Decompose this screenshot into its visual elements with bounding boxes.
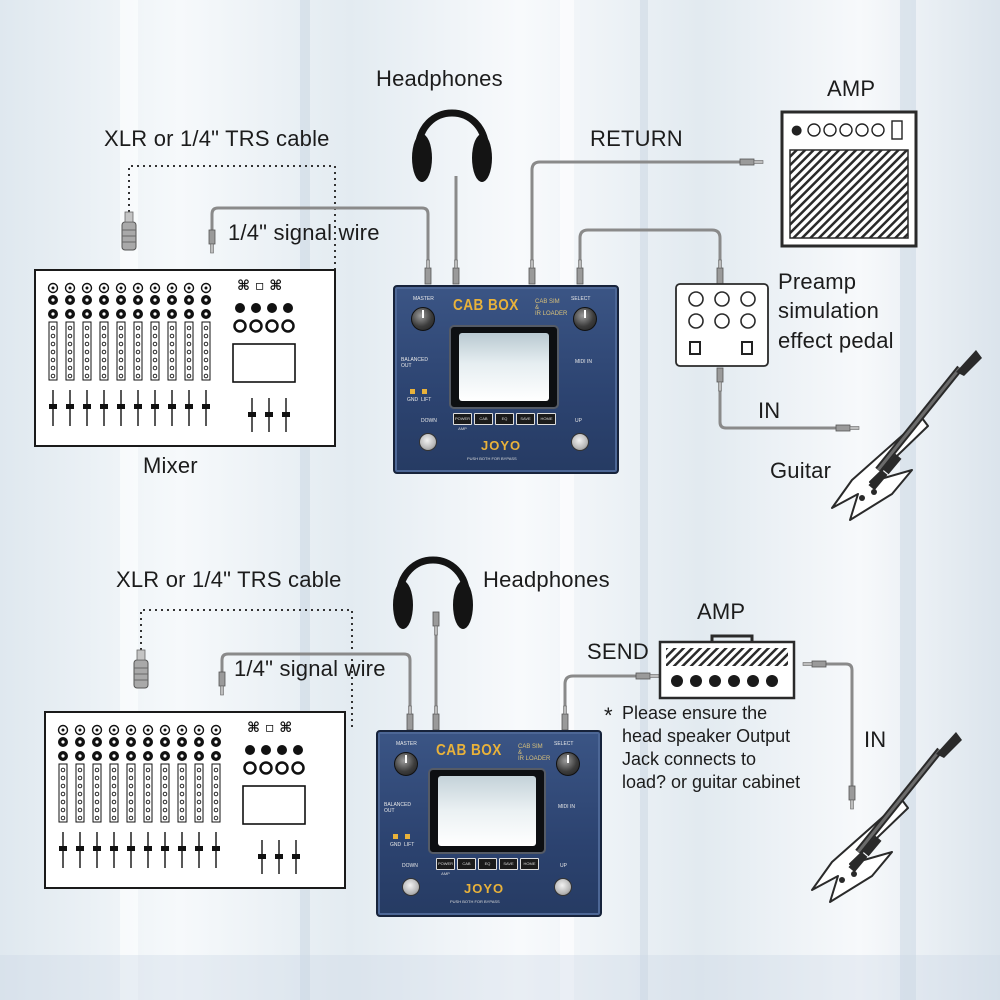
- pedal-screen: [449, 325, 559, 409]
- top-headphones-icon: [412, 113, 492, 182]
- bypass-text: PUSH BOTH FOR BYPASS: [467, 456, 517, 461]
- master-label: MASTER: [413, 296, 434, 302]
- select-label: SELECT: [571, 296, 591, 302]
- bottom-note-line-4: load? or guitar cabinet: [622, 772, 801, 792]
- balanced-out-label: BALANCED OUT: [401, 357, 428, 369]
- pedal-subtitle-3: IR LOADER: [535, 311, 568, 317]
- top-guitar-cable: [718, 384, 838, 430]
- bottom-guitar-cable: [820, 662, 854, 800]
- bottom-note-line-1: Please ensure the: [622, 703, 768, 723]
- bottom-cab-box-pedal: MASTER CAB BOX CAB SIM & IR LOADER SELEC…: [376, 730, 602, 917]
- top-mixer-label: Mixer: [143, 453, 198, 478]
- bottom-headphones-label: Headphones: [483, 567, 610, 592]
- top-in-label: IN: [758, 398, 781, 423]
- bottom-note-line-3: Jack connects to: [622, 749, 757, 769]
- pedal-title: CAB BOX: [436, 742, 502, 759]
- top-pedal-to-preamp-cable: [578, 228, 722, 262]
- cab-button[interactable]: CAB: [474, 413, 493, 425]
- pedal-title: CAB BOX: [453, 297, 519, 314]
- top-cab-box-pedal: MASTER CAB BOX CAB SIM & IR LOADER SELEC…: [393, 285, 619, 474]
- master-knob[interactable]: [394, 752, 418, 776]
- bottom-signal-wire: [220, 652, 412, 708]
- bottom-xlr-cable: [140, 609, 353, 728]
- bottom-note-line-2: head speaker Output: [622, 726, 791, 746]
- power-amp-button[interactable]: POWER AMP: [436, 858, 455, 876]
- top-return-label: RETURN: [590, 126, 683, 151]
- brand-logo: JOYO: [464, 881, 505, 896]
- home-button[interactable]: HOME: [537, 413, 556, 425]
- top-preamp-pedal-icon: [675, 283, 769, 367]
- lift-label: LIFT: [404, 842, 415, 848]
- bottom-mixer-icon: [45, 712, 345, 888]
- select-knob[interactable]: [556, 752, 580, 776]
- bypass-text: PUSH BOTH FOR BYPASS: [450, 899, 500, 904]
- up-footswitch[interactable]: [571, 433, 589, 451]
- top-return-cable: [530, 160, 740, 262]
- gnd-label: GND: [407, 397, 419, 403]
- pedal-subtitle-2: &: [518, 750, 523, 756]
- up-footswitch[interactable]: [554, 878, 572, 896]
- svg-text:●: ●: [791, 123, 802, 138]
- pedal-subtitle-2: &: [535, 305, 540, 311]
- pedal-subtitle-3: IR LOADER: [518, 756, 551, 762]
- home-button[interactable]: HOME: [520, 858, 539, 870]
- top-cable-label: XLR or 1/4" TRS cable: [104, 126, 330, 151]
- bottom-cable-label: XLR or 1/4" TRS cable: [116, 567, 342, 592]
- save-button[interactable]: SAVE: [499, 858, 518, 870]
- top-guitar-icon: [832, 350, 982, 520]
- top-signal-wire: [210, 206, 430, 262]
- select-knob[interactable]: [573, 307, 597, 331]
- up-label: UP: [560, 863, 567, 869]
- top-headphones-label: Headphones: [376, 66, 503, 91]
- master-label: MASTER: [396, 741, 417, 747]
- bottom-amp-icon: [658, 634, 796, 700]
- eq-button[interactable]: EQ: [495, 413, 514, 425]
- bottom-amp-label: AMP: [697, 599, 746, 624]
- lift-label: LIFT: [421, 397, 432, 403]
- bottom-note-asterisk: *: [604, 703, 613, 728]
- bottom-signal-wire-label: 1/4" signal wire: [234, 656, 386, 681]
- top-diagram: ●: [35, 112, 982, 520]
- bottom-send-cable: [563, 674, 640, 708]
- select-label: SELECT: [554, 741, 574, 747]
- bottom-in-label: IN: [864, 727, 887, 752]
- brand-logo: JOYO: [481, 438, 522, 453]
- pedal-subtitle-1: CAB SIM: [535, 299, 560, 305]
- down-footswitch[interactable]: [402, 878, 420, 896]
- top-amp-icon: ●: [780, 110, 918, 248]
- top-amp-label: AMP: [827, 76, 876, 101]
- power-amp-button[interactable]: POWER AMP: [453, 413, 472, 431]
- master-knob[interactable]: [411, 307, 435, 331]
- up-label: UP: [575, 418, 582, 424]
- top-xlr-cable: [128, 165, 336, 293]
- top-signal-wire-label: 1/4" signal wire: [228, 220, 380, 245]
- bottom-xlr-plug: [133, 649, 149, 689]
- midi-in-label: MIDI IN: [558, 804, 575, 810]
- top-preamp-label-1: Preamp: [778, 269, 857, 294]
- bottom-diagram: [45, 560, 962, 902]
- top-preamp-label-2: simulation: [778, 298, 880, 323]
- top-preamp-label-3: effect pedal: [778, 328, 894, 353]
- top-xlr-plug: [121, 211, 137, 251]
- bottom-send-label: SEND: [587, 639, 649, 664]
- pedal-subtitle-1: CAB SIM: [518, 744, 543, 750]
- down-footswitch[interactable]: [419, 433, 437, 451]
- midi-in-label: MIDI IN: [575, 359, 592, 365]
- top-mixer-icon: [35, 270, 335, 446]
- pedal-screen: [428, 768, 546, 854]
- bottom-guitar-icon: [812, 732, 962, 902]
- eq-button[interactable]: EQ: [478, 858, 497, 870]
- save-button[interactable]: SAVE: [516, 413, 535, 425]
- cab-button[interactable]: CAB: [457, 858, 476, 870]
- down-label: DOWN: [402, 863, 418, 869]
- balanced-out-label: BALANCED OUT: [384, 802, 411, 814]
- gnd-label: GND: [390, 842, 402, 848]
- down-label: DOWN: [421, 418, 437, 424]
- top-guitar-label: Guitar: [770, 458, 832, 483]
